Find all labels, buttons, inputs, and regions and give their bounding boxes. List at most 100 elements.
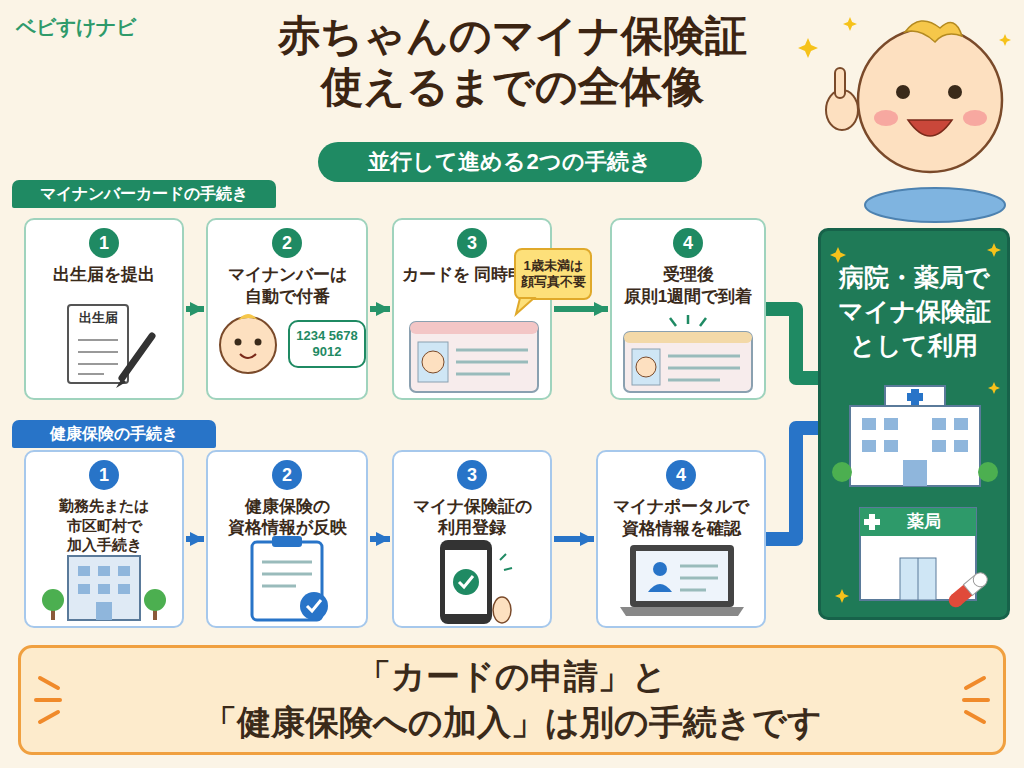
banner-decoration [966,678,984,688]
hospital-icon [832,386,998,486]
baby-illustration [798,38,818,58]
laptop-icon [680,577,718,580]
office-building-icon [42,589,64,611]
card-icon [668,355,740,358]
document-icon [116,378,126,388]
baby-illustration [835,68,845,98]
smartphone-icon [453,569,479,595]
clipboard-icon [252,542,322,620]
step-number: 3 [457,460,487,490]
node-text: マイナ保険証の 利用登録 [398,496,546,539]
hospital-icon [884,440,898,452]
hospital-icon [884,418,898,430]
process-box: 出生届を提出1 [24,218,184,400]
office-building-icon [144,589,166,611]
baby-illustration [999,34,1011,46]
process-box: マイナンバーは 自動で付番 2 1234 5678 9012 [206,218,368,400]
card-icon [410,322,538,392]
process-box: 健康保険の 資格情報が反映 2 [206,450,368,628]
node-text: マイナンバーは 自動で付番 [212,264,362,308]
clipboard-icon [272,536,302,547]
pharmacy-icon [900,558,936,600]
laptop-icon [620,607,744,616]
card-icon [668,367,740,370]
step-arrow [554,536,594,542]
baby-illustration [905,21,962,42]
card-icon [670,318,676,326]
note-callout: 1歳未満は 顔写真不要 [514,248,592,300]
step-number: 4 [673,228,703,258]
clipboard-icon [252,536,328,620]
step-number: 2 [272,228,302,258]
hospital-icon [907,393,923,401]
baby-illustration [843,17,857,31]
note-banner: 「カードの申請」と 「健康保険への加入」は別の手続きです [18,645,1006,755]
step-arrow [554,306,608,312]
banner-decoration [40,678,58,688]
number-bubble: 1234 5678 9012 [288,320,366,368]
laptop-icon [680,589,706,592]
clipboard-icon [262,585,296,588]
callout-tail [516,298,534,314]
office-building-icon [98,584,110,594]
card-icon [422,351,444,373]
office-building-icon [51,606,55,620]
laptop-icon [680,565,718,568]
hospital-icon [932,440,946,452]
clipboard-icon [307,600,321,611]
banner-decoration [36,678,988,722]
node-text: マイナポータルで 資格情報を確認 [602,496,760,540]
pharmacy-icon [918,558,919,600]
clipboard-icon [300,592,328,620]
step-arrow [370,536,390,542]
pharmacy-icon [987,243,1001,257]
process-box: カードを 同時申請3 [392,218,552,400]
clipboard-icon [262,573,312,576]
section-tab: 健康保険の手続き [12,420,216,448]
hospital-icon [903,460,927,486]
card-icon [687,315,690,324]
hospital-icon [911,389,919,405]
node-text: 出生届を提出 [30,264,178,286]
document-icon [78,351,118,353]
step-arrow [186,306,204,312]
node-text: 4 [676,466,686,484]
brand-logo: ベビすけナビ [16,14,176,41]
card-icon [636,357,656,377]
merge-band [766,428,820,539]
pharmacy-icon [835,589,849,603]
smartphone-icon [440,540,512,624]
baby-face-icon [240,354,256,358]
office-building-icon [118,584,130,594]
node-text: 勤務先または 市区町村で 加入手続き [30,496,178,555]
baby-illustration [908,120,952,136]
pharmacy-icon [970,570,990,590]
node-text: 3 [467,234,477,252]
baby-illustration [896,85,910,99]
hospital-icon [954,418,968,430]
laptop-icon [620,545,744,616]
pharmacy-icon [951,585,972,606]
laptop-icon [636,551,728,601]
office-building-icon [98,566,110,576]
node-text: 2 [282,466,292,484]
pharmacy-icon [964,574,985,595]
pharmacy-icon [830,247,846,263]
card-icon [456,349,528,352]
card-icon [418,342,448,382]
subtitle-pill: 並行して進める2つの手続き [318,142,702,182]
node-text: 健康保険の 資格情報が反映 [212,496,362,539]
office-building-icon [153,606,157,620]
card-icon [456,361,528,364]
baby-illustration [865,188,1005,222]
baby-illustration [948,85,962,99]
hospital-icon [978,462,998,482]
card-icon [668,379,720,382]
step-number: 1 [89,460,119,490]
laptop-icon [648,584,672,592]
hospital-icon [832,462,852,482]
hospital-icon [932,418,946,430]
banner-decoration [966,712,984,722]
baby-illustration [826,90,858,130]
step-arrow [370,306,390,312]
